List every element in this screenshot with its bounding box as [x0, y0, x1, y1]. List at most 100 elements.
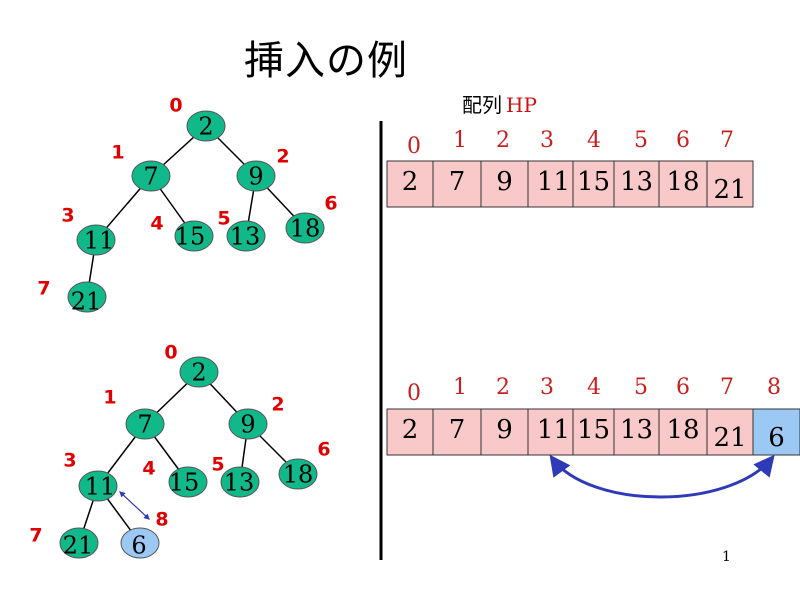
node-index-label: 6	[317, 439, 330, 461]
node-index-label: 0	[164, 342, 177, 364]
array-cell	[572, 160, 615, 208]
array-cell	[527, 408, 574, 456]
tree-node: 9	[236, 160, 276, 192]
array-cell-value: 2	[402, 415, 419, 445]
tree-node: 13	[226, 220, 266, 252]
array-index-label: 5	[634, 128, 648, 153]
array-cell-value: 7	[449, 167, 466, 197]
array-cell-new	[752, 408, 800, 456]
array-index-label: 3	[540, 128, 554, 153]
array-index-label: 1	[453, 375, 467, 400]
node-index-label: 7	[29, 525, 42, 547]
array-cell-value: 11	[537, 415, 570, 445]
node-index-label: 4	[150, 213, 163, 235]
node-value: 9	[240, 411, 255, 439]
array-index-label: 1	[453, 128, 467, 153]
node-circle	[285, 212, 325, 244]
array-cell	[706, 160, 754, 208]
node-circle	[125, 408, 165, 440]
array-cell-value: 15	[577, 167, 610, 197]
array-caption-label: 配列	[462, 93, 502, 117]
node-value: 6	[131, 532, 146, 560]
array-cell-value: 9	[496, 415, 513, 445]
node-index-label: 7	[37, 278, 50, 300]
node-circle	[67, 281, 107, 313]
node-index-label: 6	[324, 193, 337, 215]
node-index-label: 8	[155, 509, 168, 531]
tree-node: 7	[125, 408, 165, 440]
array-cell	[386, 408, 434, 456]
node-circle	[226, 220, 266, 252]
array-cell	[386, 160, 434, 208]
node-value: 13	[224, 469, 255, 497]
node-value: 13	[230, 223, 261, 251]
node-value: 15	[169, 469, 200, 497]
node-circle	[228, 408, 268, 440]
array-cell-value: 7	[449, 415, 466, 445]
tree-node: 2	[179, 356, 219, 388]
array-cell	[613, 408, 660, 456]
array-cell	[613, 160, 660, 208]
array-index-label: 3	[540, 375, 554, 400]
node-index-label: 3	[63, 450, 76, 472]
array-index-label: 6	[676, 375, 690, 400]
node-circle	[186, 110, 226, 142]
node-circle	[78, 470, 118, 502]
array-index-label: 2	[496, 375, 510, 400]
array-index-label: 7	[720, 375, 734, 400]
array-cell	[480, 160, 529, 208]
node-circle	[120, 527, 160, 559]
array-index-label: 4	[587, 375, 601, 400]
node-value: 11	[85, 473, 116, 501]
node-index-label: 1	[111, 142, 124, 164]
array-cell-value: 18	[666, 415, 699, 445]
swap-arrow	[549, 454, 775, 499]
node-circle	[174, 220, 214, 252]
node-index-label: 4	[142, 458, 155, 480]
node-circle	[179, 356, 219, 388]
node-circle	[278, 458, 318, 490]
array-cell-value: 18	[666, 167, 699, 197]
array-cell-value: 6	[768, 423, 785, 453]
node-circle	[168, 466, 208, 498]
array-cell-value: 9	[496, 167, 513, 197]
node-swap-arrow	[119, 491, 150, 520]
array-index-label: 5	[634, 375, 648, 400]
node-circle	[236, 160, 276, 192]
tree-node: 15	[168, 466, 208, 498]
array-index-label: 0	[407, 134, 421, 159]
tree-node: 11	[76, 224, 116, 256]
slide-title: 挿入の例	[244, 38, 408, 84]
node-index-label: 5	[211, 454, 224, 476]
node-value: 18	[283, 461, 314, 489]
node-circle	[131, 160, 171, 192]
array-index-label: 8	[767, 375, 781, 400]
array-cell	[658, 160, 708, 208]
node-circle	[220, 466, 260, 498]
array-index-label: 4	[587, 128, 601, 153]
array-cell	[706, 408, 754, 456]
node-index-label: 0	[169, 95, 182, 117]
array-cell-value: 15	[577, 415, 610, 445]
tree-node: 7	[131, 160, 171, 192]
tree-node: 15	[174, 220, 214, 252]
array-cell-value: 21	[713, 175, 746, 205]
tree-node: 21	[59, 527, 99, 560]
tree-node-new: 6	[120, 527, 160, 560]
node-value: 15	[175, 223, 206, 251]
array-cell-value: 13	[620, 167, 653, 197]
array-cell-value: 11	[537, 167, 570, 197]
node-index-label: 2	[271, 394, 284, 416]
tree-node: 18	[278, 458, 318, 490]
node-value: 21	[63, 532, 94, 560]
node-value: 18	[290, 215, 321, 243]
array-index-label: 7	[720, 128, 734, 153]
array-cell	[432, 408, 482, 456]
node-value: 11	[84, 227, 115, 255]
